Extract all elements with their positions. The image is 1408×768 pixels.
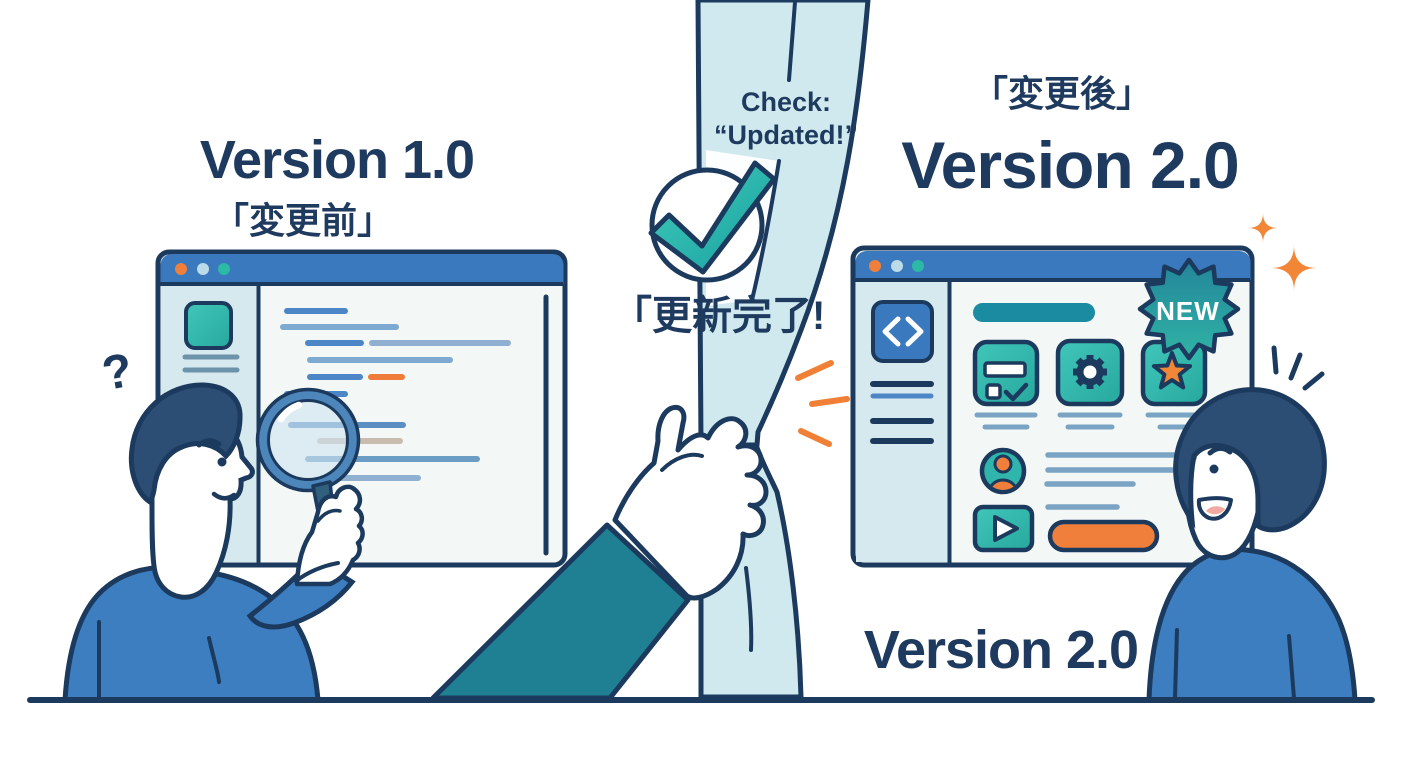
spark-line — [809, 396, 850, 407]
shirt-fold — [1287, 634, 1296, 700]
sparkles — [1248, 213, 1317, 291]
check-caption-line2: “Updated!” — [714, 120, 858, 150]
hand-grip-line — [660, 452, 704, 472]
left-scene: Version 1.0 「変更前」 — [62, 130, 568, 703]
curtain-upper — [695, 0, 871, 448]
pulling-hand — [612, 404, 769, 601]
content-text-lines — [1044, 452, 1178, 510]
divider-scene: Check: “Updated!” 「更新完了! — [430, 0, 871, 701]
happy-eyebrow — [1207, 445, 1233, 456]
cta-pill-button[interactable] — [1047, 519, 1160, 553]
new-badge-starburst — [1137, 257, 1241, 361]
app-tile-icon[interactable] — [184, 301, 233, 350]
card-caption-lines — [974, 412, 1205, 430]
person-body — [1146, 546, 1358, 703]
left-version-subtitle: 「変更前」 — [213, 200, 393, 241]
hand-grip-line — [316, 508, 342, 523]
right-version-subtitle: 「変更後」 — [972, 73, 1152, 114]
update-complete-label: 「更新完了! — [612, 294, 825, 338]
play-icon — [993, 515, 1019, 542]
new-badge-label: NEW — [1156, 296, 1220, 326]
emphasis-sparks — [795, 360, 850, 447]
window-titlebar — [160, 254, 564, 284]
person-hair — [1173, 387, 1327, 533]
magnifying-glass-icon — [255, 387, 365, 587]
left-version-title: Version 1.0 — [200, 130, 474, 190]
window-control-dot[interactable] — [912, 260, 924, 272]
bottom-version-caption: Version 2.0 — [864, 620, 1138, 680]
person-eye — [217, 457, 227, 467]
curtain-fold-line — [744, 566, 754, 652]
gear-icon — [1073, 355, 1107, 389]
shirt-fold — [1173, 628, 1179, 700]
checklist-icon — [983, 361, 1029, 402]
new-badge: NEW — [1137, 257, 1241, 361]
sidebar-nav-lines — [870, 381, 934, 444]
video-card[interactable] — [972, 504, 1035, 553]
question-mark: ? — [98, 344, 136, 401]
window-control-dot[interactable] — [218, 263, 230, 275]
shirt-fold — [207, 636, 221, 684]
star-icon — [1151, 351, 1193, 390]
holding-hand — [294, 484, 365, 587]
worried-eyebrow — [196, 438, 222, 448]
right-scene: 「変更後」 Version 2.0 — [850, 73, 1358, 703]
check-caption-line1: Check: — [741, 87, 831, 117]
spark-line — [795, 360, 834, 381]
curtain-fold-line — [787, 0, 797, 82]
checkmark-badge — [648, 160, 777, 283]
tongue — [1206, 506, 1225, 515]
right-version-title: Version 2.0 — [901, 128, 1239, 202]
lens-inner-edge — [267, 399, 349, 481]
curtain-fold-line — [750, 159, 781, 302]
excitement-lines — [1271, 345, 1325, 391]
sparkle-icon — [1248, 213, 1278, 243]
spark-line — [798, 428, 832, 447]
sleeve-cuff-line — [294, 561, 340, 583]
sidebar-text-lines — [182, 354, 240, 373]
window-titlebar — [855, 251, 1251, 280]
sparkle-icon — [1271, 245, 1317, 291]
code-icon[interactable] — [871, 300, 934, 363]
checkmark-icon — [648, 160, 777, 275]
header-bar — [973, 303, 1095, 322]
person-eye — [1209, 464, 1219, 474]
code-chevrons-icon — [882, 316, 924, 347]
window-control-dot[interactable] — [891, 260, 903, 272]
frown-mouth — [211, 491, 237, 501]
lens-outer-edge — [255, 387, 361, 493]
window-control-dot[interactable] — [197, 263, 209, 275]
user-avatar-icon[interactable] — [979, 447, 1027, 506]
window-control-dot[interactable] — [869, 260, 881, 272]
person-hair — [128, 382, 243, 506]
window-control-dot[interactable] — [175, 263, 187, 275]
happy-person — [1146, 387, 1358, 703]
lens-highlight — [277, 401, 303, 423]
lens-rim — [258, 390, 358, 490]
